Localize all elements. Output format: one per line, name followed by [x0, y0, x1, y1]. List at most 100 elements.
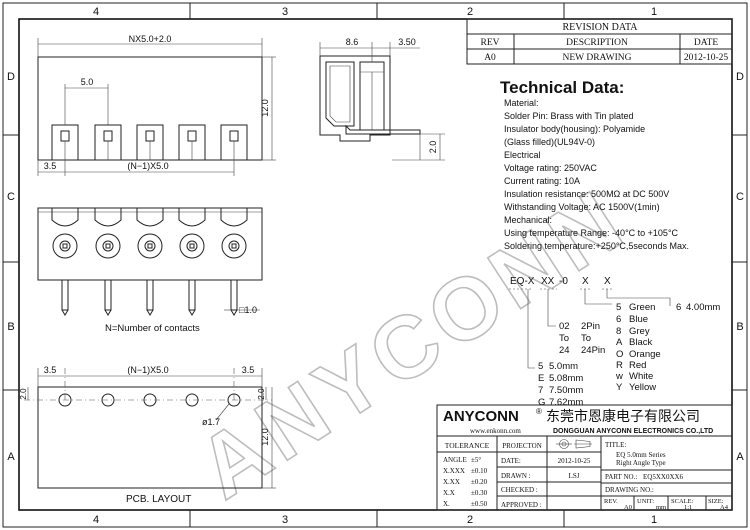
pitch-code: 7 — [538, 385, 543, 396]
pitch-value: 5.0mm — [549, 361, 578, 372]
zone-bottom-1: 1 — [651, 514, 657, 526]
color-code: Y — [616, 382, 623, 393]
title-label: TITLE: — [605, 441, 626, 449]
brand-reg: ® — [536, 407, 542, 416]
code-dash0: -0 — [559, 276, 568, 287]
part-no-value: EQ5XX0XX6 — [643, 473, 684, 481]
tol-value: ±0.10 — [471, 467, 488, 475]
color-value: White — [629, 371, 653, 382]
zone-right-b: B — [736, 321, 743, 333]
dim-edge-left: 3.5 — [44, 161, 57, 171]
zone-left-d: D — [7, 71, 15, 83]
dim-pin-square: □1.0 — [239, 305, 257, 315]
pitch-value: 5.08mm — [549, 373, 583, 384]
revision-header-rev: REV — [481, 38, 500, 48]
contacts-note: N=Number of contacts — [105, 323, 200, 334]
pcb-layout-label: PCB. LAYOUT — [126, 494, 191, 505]
color-value: Blue — [629, 314, 648, 325]
pin-range-right: 24Pin — [581, 345, 605, 356]
zone-bottom-3: 3 — [282, 514, 288, 526]
date-value: 2012-10-25 — [558, 457, 591, 465]
part-code: EQ-X XX -0 X X 5 5.0mm E 5.08mm 7 7.50mm… — [509, 276, 720, 408]
scale-value: 1:1 — [684, 504, 692, 511]
pitch-value: 7.62mm — [549, 397, 583, 408]
dim-hole: ø1.7 — [202, 417, 220, 427]
pitch-value: 7.50mm — [549, 385, 583, 396]
dim-pcb-height: 12.0 — [260, 428, 270, 446]
zone-right-a: A — [736, 451, 744, 463]
pcb-layout: 3.5 (N−1)X5.0 3.5 2.0 2.0 12.0 ø1.7 PCB.… — [19, 365, 276, 505]
zone-right-c: C — [736, 191, 744, 203]
pitch-code: G — [538, 397, 545, 408]
rev-value: A0 — [624, 504, 632, 511]
color-value: Grey — [629, 326, 650, 337]
brand-logo: ANYCONN — [443, 408, 519, 425]
tol-label: X.XXX — [443, 467, 465, 475]
dim-side-width: 3.50 — [398, 37, 416, 47]
title-block: ANYCONN ® 东莞市恩康电子有限公司 www.enkonn.com DON… — [436, 404, 733, 511]
pin-leads — [61, 279, 238, 316]
tech-line: Electrical — [504, 150, 541, 160]
watermark: ANYCONN — [181, 169, 643, 517]
dim-side-depth: 8.6 — [346, 37, 359, 47]
color-value: Red — [629, 360, 646, 371]
pitch-code: E — [538, 373, 544, 384]
drawing-no-label: DRAWING NO.: — [605, 486, 654, 494]
zone-bottom-4: 4 — [93, 514, 99, 526]
zone-top-1: 1 — [651, 6, 657, 18]
code-pins: XX — [541, 276, 555, 287]
front-view: NX5.0+2.0 5.0 12.0 3.5 (N−1)X5.0 — [37, 34, 276, 176]
tol-label: ANGLE — [443, 456, 467, 464]
technical-data: Technical Data: Material: Solder Pin: Br… — [500, 78, 689, 251]
part-no-label: PART NO.: — [605, 473, 637, 481]
color-code: 8 — [616, 326, 621, 337]
size-value: A4 — [720, 504, 729, 511]
pin-range-right: To — [581, 333, 591, 344]
front-pins — [51, 124, 248, 161]
scale-label: SCALE: — [671, 498, 694, 505]
tol-value: ±5° — [471, 456, 481, 464]
dim-pcb-offset-right: 2.0 — [257, 388, 266, 400]
revision-cell-rev: A0 — [484, 53, 496, 63]
tech-line: Withstanding Voltage: AC 1500V(1min) — [504, 202, 660, 212]
zone-left-a: A — [7, 451, 15, 463]
pin-range-left: To — [559, 333, 569, 344]
revision-header-date: DATE — [694, 38, 718, 48]
title-line1: EQ 5.0mm Series — [616, 451, 666, 459]
color-value: Black — [629, 337, 652, 348]
color-code: O — [616, 349, 623, 360]
zone-top-3: 3 — [282, 6, 288, 18]
unit-label: UNIT: — [637, 498, 654, 505]
tech-line: Mechanical: — [504, 215, 552, 225]
side-view: 2.0 8.6 3.50 — [319, 37, 445, 161]
size-label: SIZE: — [708, 498, 724, 505]
tech-line: Insulation resistance: 500MΩ at DC 500V — [504, 189, 669, 199]
dim-pcb-offset: 2.0 — [19, 388, 28, 400]
tol-value: ±0.30 — [471, 489, 488, 497]
projection-symbol-icon — [556, 439, 592, 449]
checked-label: CHECKED : — [501, 486, 538, 494]
zone-left-c: C — [7, 191, 15, 203]
company-en: DONGGUAN ANYCONN ELECTRONICS CO.,LTD — [553, 428, 713, 435]
dim-height: 12.0 — [260, 99, 270, 117]
brand-cn: 东莞市恩康电子有限公司 — [546, 408, 700, 424]
code-series: EQ-X — [510, 276, 535, 287]
color-code: A — [616, 337, 623, 348]
tech-line: Current rating: 10A — [504, 176, 580, 186]
tol-label: X.X — [443, 489, 455, 497]
zone-right-d: D — [736, 71, 744, 83]
color-value: Green — [629, 302, 655, 313]
revision-cell-description: NEW DRAWING — [563, 53, 632, 63]
drawn-label: DRAWN : — [501, 472, 531, 480]
tolerance-title: TOLERANCE — [445, 441, 490, 450]
tol-value: ±0.20 — [471, 478, 488, 486]
code-length: X — [604, 276, 611, 287]
bottom-view: □1.0 N=Number of contacts — [37, 207, 263, 334]
dim-pitch: 5.0 — [81, 77, 94, 87]
bottom-pin-slots — [51, 208, 248, 259]
title-line2: Right Angle Type — [616, 459, 666, 467]
pitch-code: 5 — [538, 361, 543, 372]
zone-top-4: 4 — [93, 6, 99, 18]
tech-line: Material: — [504, 98, 539, 108]
length-value: 4.00mm — [686, 302, 720, 313]
